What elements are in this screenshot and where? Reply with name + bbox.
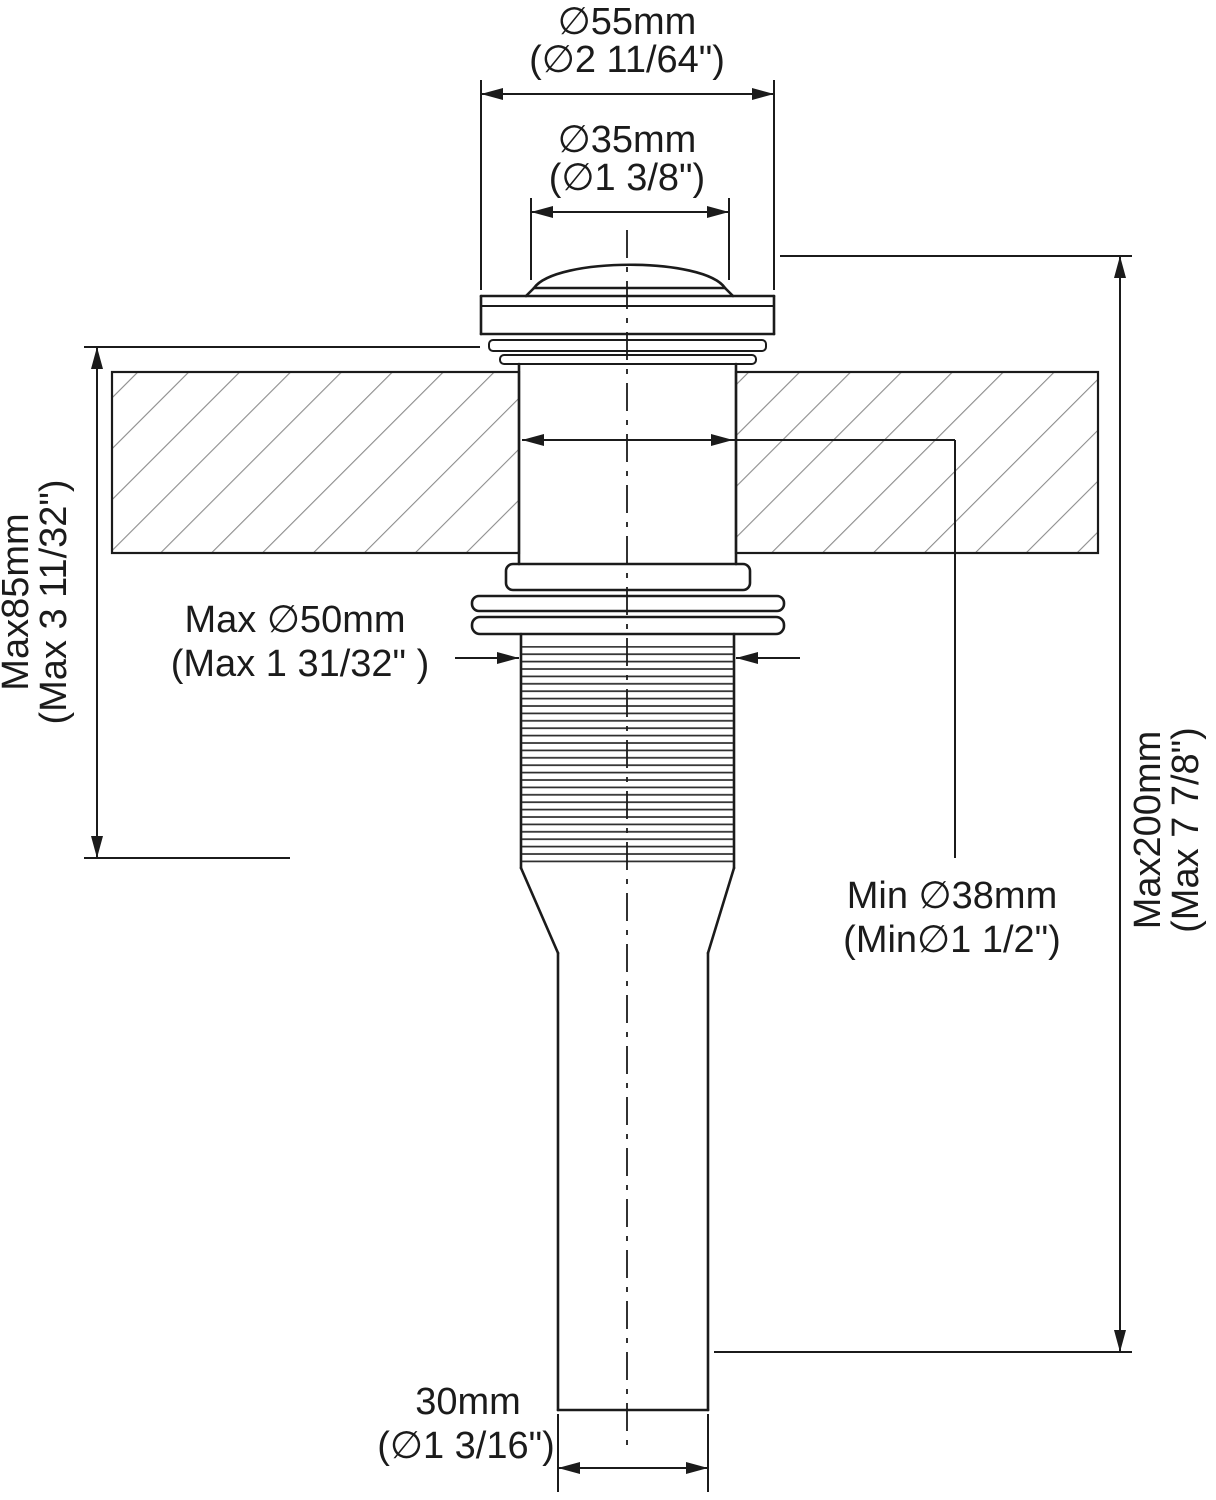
dim-cap-diameter-imperial: (∅1 3/8") (549, 157, 705, 199)
dim-overall-length-metric: Max200mm (1127, 731, 1169, 930)
dim-pipe-diameter-imperial: (Min∅1 1/2") (843, 919, 1061, 961)
dim-top-diameter: ∅55mm (∅2 11/64") (480, 1, 775, 290)
arrowhead-left (558, 1462, 580, 1474)
dim-tailpiece-diameter: 30mm (∅1 3/16") (377, 1381, 709, 1492)
arrowhead-left (736, 652, 758, 664)
taper-section (519, 866, 736, 955)
dim-pipe-diameter: Min ∅38mm (Min∅1 1/2") (522, 434, 1061, 961)
arrowhead-down (91, 836, 103, 858)
arrowhead-left (522, 434, 544, 446)
arrowhead-left (481, 88, 503, 100)
drain-body-tube (517, 362, 738, 566)
arrowhead-right (711, 434, 733, 446)
dim-tailpiece-metric: 30mm (415, 1381, 521, 1423)
dim-deck-thickness: Max85mm (Max 3 11/32") (0, 346, 480, 859)
dim-top-diameter-imperial: (∅2 11/64") (529, 39, 725, 81)
locknut-collar (504, 562, 752, 592)
dim-pipe-diameter-metric: Min ∅38mm (847, 875, 1057, 917)
countertop-section (110, 370, 1100, 555)
drain-assembly (470, 230, 786, 1446)
dim-top-diameter-metric: ∅55mm (558, 1, 697, 43)
arrowhead-up (1114, 256, 1126, 278)
countertop-hatch-right (734, 370, 1100, 555)
friction-washer (470, 594, 786, 613)
lock-nut (470, 615, 786, 636)
arrowhead-up (91, 347, 103, 369)
dim-hole-diameter-imperial: (Max 1 31/32" ) (171, 643, 430, 685)
arrowhead-right (707, 206, 729, 218)
dim-hole-diameter-metric: Max ∅50mm (184, 599, 405, 641)
arrowhead-right (752, 88, 774, 100)
arrowhead-down (1114, 1330, 1126, 1352)
dim-tailpiece-imperial: (∅1 3/16") (377, 1425, 555, 1467)
dim-cap-diameter: ∅35mm (∅1 3/8") (530, 119, 730, 280)
dim-deck-thickness-imperial: (Max 3 11/32") (33, 479, 75, 724)
dim-overall-length: Max200mm (Max 7 7/8") (714, 255, 1207, 1353)
arrowhead-left (531, 206, 553, 218)
dim-hole-diameter: Max ∅50mm (Max 1 31/32" ) (171, 599, 800, 685)
countertop-hatch-left (110, 370, 521, 555)
cap-dome (524, 263, 735, 298)
arrowhead-right (497, 652, 519, 664)
dim-overall-length-imperial: (Max 7 7/8") (1165, 727, 1207, 933)
dim-cap-diameter-metric: ∅35mm (558, 119, 697, 161)
tailpiece (556, 951, 710, 1412)
arrowhead-right (686, 1462, 708, 1474)
dim-deck-thickness-metric: Max85mm (0, 513, 37, 690)
